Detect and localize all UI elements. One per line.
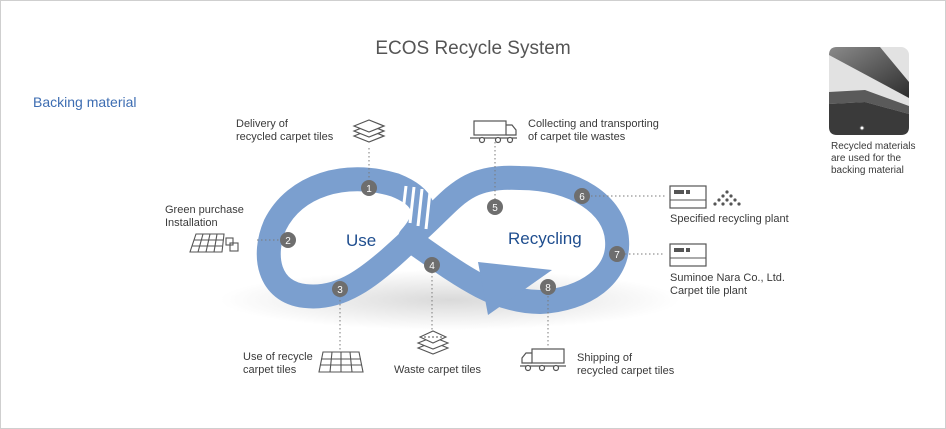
infinity-loop [256,165,630,314]
svg-text:5: 5 [492,203,498,214]
step-label-3: Use of recycle carpet tiles [243,351,313,376]
step-badge-6: 6 [574,188,590,204]
truck-icon [520,348,566,372]
factory-icon [669,243,707,267]
backing-material-label: Backing material [33,94,137,110]
step-label-1: Delivery of recycled carpet tiles [236,118,334,143]
svg-text:8: 8 [545,283,551,294]
tile-floor-icon [189,233,239,253]
step-badge-7: 7 [609,246,625,262]
stacked-tiles-icon [352,119,386,143]
step-label-2: Green purchase Installation [165,204,244,229]
tile-grid-icon [318,351,364,373]
step-label-7: Suminoe Nara Co., Ltd. Carpet tile plant [670,272,785,297]
recycling-plant-icon [669,185,741,209]
step-badge-5: 5 [487,199,503,215]
leader-lines [257,96,863,352]
svg-text:6: 6 [579,192,585,203]
svg-text:2: 2 [285,236,291,247]
waste-tiles-icon [416,330,450,355]
step-badge-1: 1 [361,180,377,196]
step-badge-4: 4 [424,257,440,273]
carpet-tile-image [829,47,909,135]
step-label-5: Collecting and transporting of carpet ti… [528,118,659,143]
step-label-8: Shipping of recycled carpet tiles [577,352,675,377]
svg-text:3: 3 [337,285,343,296]
recycling-label: Recycling [508,229,582,248]
step-label-6: Specified recycling plant [670,213,789,225]
step-label-4: Waste carpet tiles [394,364,482,376]
svg-text:7: 7 [614,250,620,261]
page-title: ECOS Recycle System [375,38,571,59]
svg-text:1: 1 [366,184,372,195]
loop-crossing-lines [400,185,432,230]
step-badge-8: 8 [540,279,556,295]
use-label: Use [346,231,377,250]
step-badge-3: 3 [332,281,348,297]
loop-arrowhead [478,262,552,315]
inset-caption: Recycled materials are used for the back… [831,141,916,176]
step-badge-2: 2 [280,232,296,248]
truck-icon [470,120,517,144]
svg-text:4: 4 [429,261,435,272]
